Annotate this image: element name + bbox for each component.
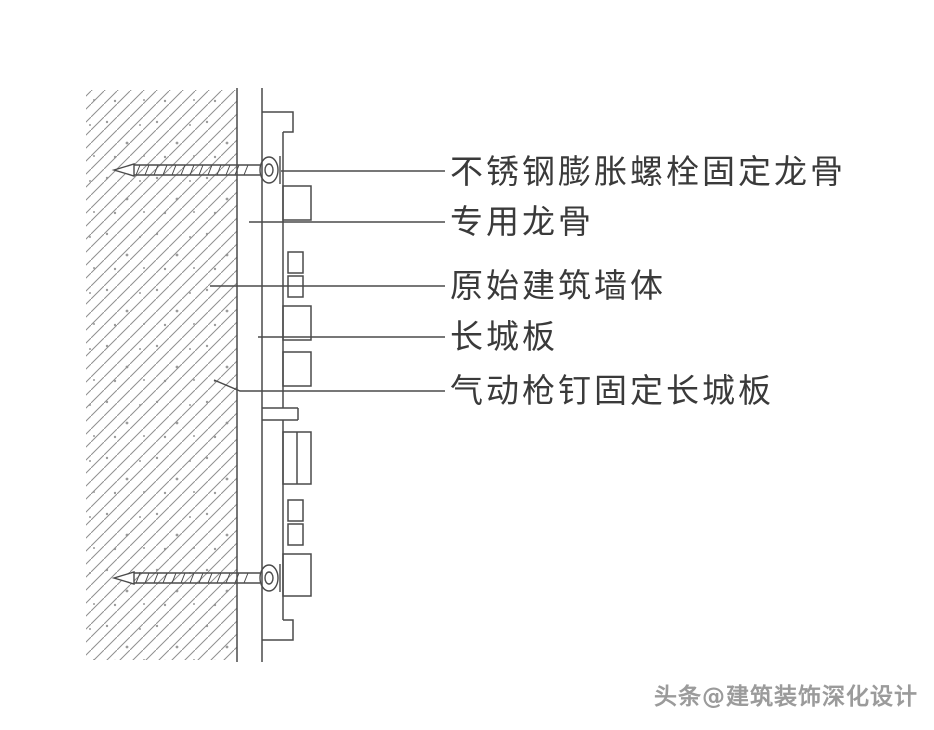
expansion-bolt-bottom (111, 564, 281, 592)
watermark: 头条@建筑装饰深化设计 (654, 684, 918, 710)
annotation-label-bolt: 不锈钢膨胀螺栓固定龙骨 (450, 152, 846, 191)
annotation-label-keel: 专用龙骨 (450, 202, 594, 241)
keel-lines (236, 88, 263, 662)
leader-lines (210, 170, 445, 392)
expansion-bolt-top (111, 156, 281, 184)
panel-profile (262, 111, 312, 641)
wall-hatch (86, 90, 237, 660)
annotation-label-nail: 气动枪钉固定长城板 (450, 371, 774, 410)
annotation-label-panel: 长城板 (450, 317, 558, 356)
annotation-label-wall: 原始建筑墙体 (450, 266, 666, 305)
